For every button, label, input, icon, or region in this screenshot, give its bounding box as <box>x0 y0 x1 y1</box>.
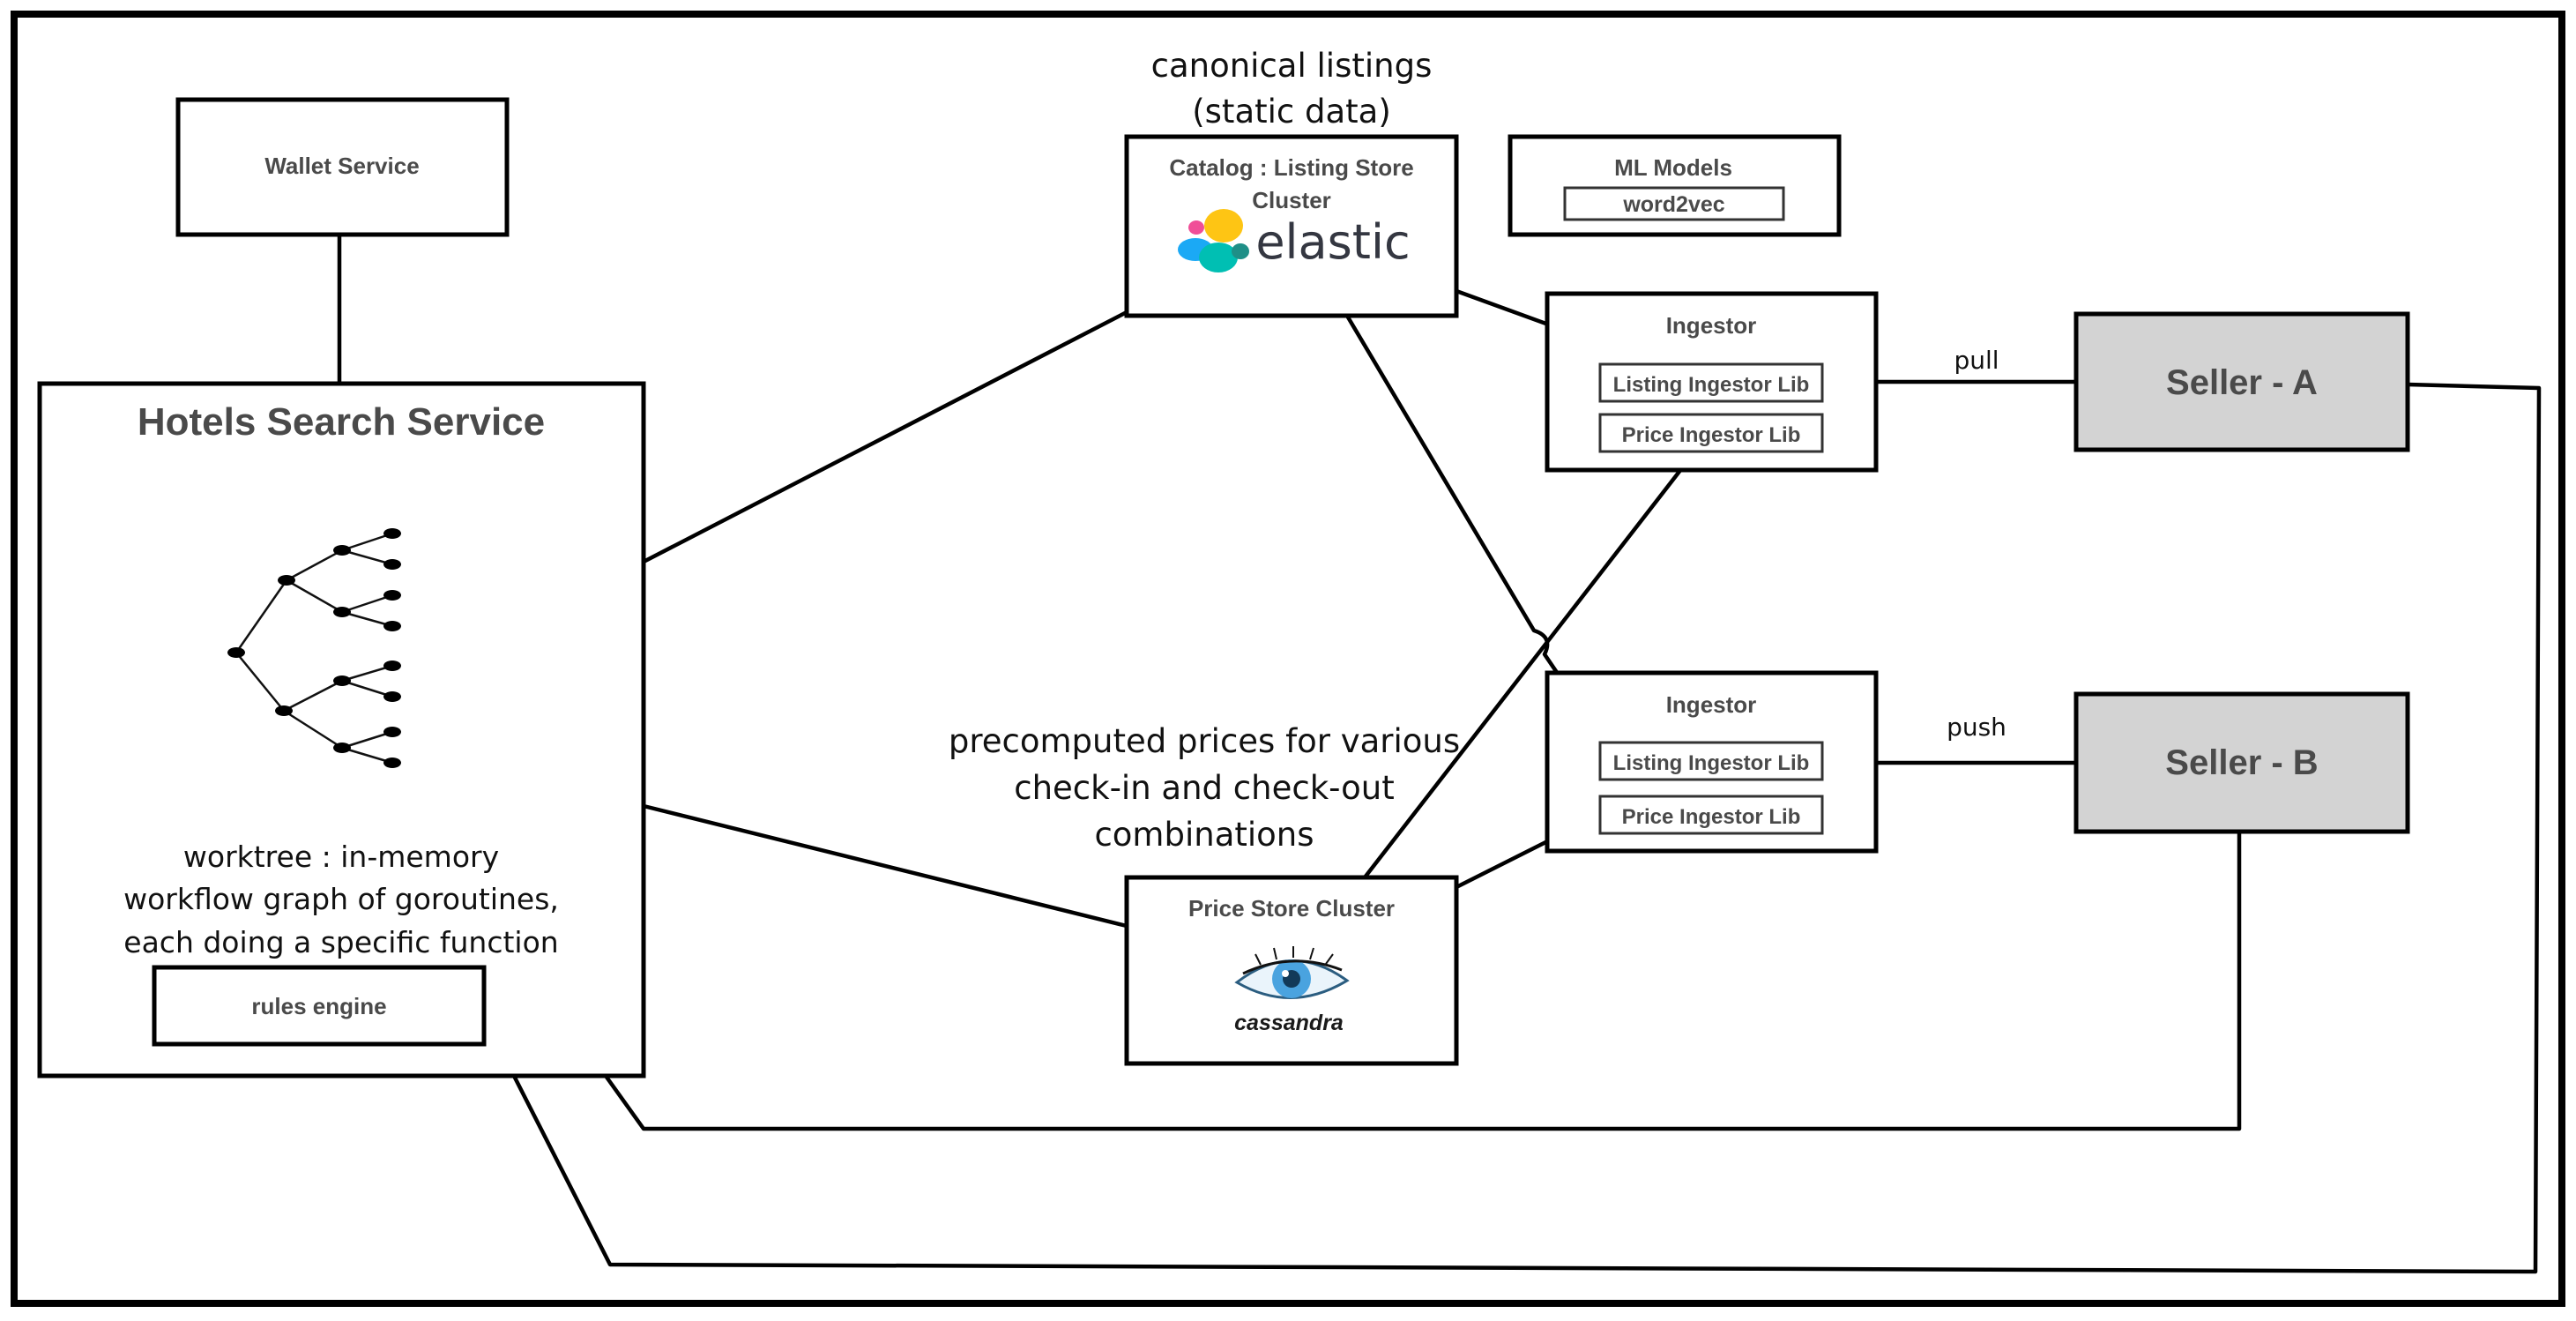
ingestor-a-price-lib-box <box>1598 413 1824 453</box>
price-store-annotation-line-1: precomputed prices for various <box>949 722 1460 760</box>
ingestor-b-node: Ingestor Listing Ingestor Lib Price Inge… <box>1545 670 1879 854</box>
ingestor-a-price-lib-label: Price Ingestor Lib <box>1622 423 1801 447</box>
seller-b-node: Seller - B <box>2073 691 2410 834</box>
catalog-annotation-line-1: canonical listings <box>1151 47 1433 85</box>
elastic-logo-text: elastic <box>1255 214 1410 270</box>
ml-models-node: ML Models word2vec <box>1508 134 1842 237</box>
edge-label-pull: pull <box>1954 346 1999 375</box>
edge-label-push: push <box>1947 713 2006 742</box>
wallet-service-label: Wallet Service <box>264 153 419 179</box>
seller-a-node: Seller - A <box>2073 311 2410 452</box>
hotels-search-description-line-1: worktree : in-memory <box>183 840 499 874</box>
catalog-annotation-line-2: (static data) <box>1192 93 1391 131</box>
edge-seller-a-hotels <box>511 382 2542 1274</box>
ingestor-a-listing-lib-box <box>1598 362 1824 403</box>
rules-engine-label: rules engine <box>251 993 386 1019</box>
ingestor-b-listing-lib-label: Listing Ingestor Lib <box>1613 751 1810 775</box>
cassandra-eye-icon <box>1234 946 1350 999</box>
wallet-service-node: Wallet Service <box>175 97 510 237</box>
ingestor-b-price-lib-box <box>1598 795 1824 835</box>
price-store-annotation-line-2: check-in and check-out <box>1014 769 1395 807</box>
ingestor-a-node: Ingestor Listing Ingestor Lib Price Inge… <box>1545 291 1879 473</box>
hotels-search-description-line-3: each doing a specific function <box>123 925 558 959</box>
ingestor-b-price-lib-label: Price Ingestor Lib <box>1622 805 1801 829</box>
price-store-annotation-line-3: combinations <box>1094 816 1314 854</box>
ingestor-a-label: Ingestor <box>1666 312 1757 339</box>
edge-pricestore-ingestor-a <box>1362 451 1696 880</box>
edge-seller-b-hotels <box>603 829 2242 1131</box>
worktree-graph-icon <box>227 528 401 768</box>
seller-b-label: Seller - B <box>2165 743 2318 782</box>
word2vec-label: word2vec <box>1622 192 1724 217</box>
catalog-node: Catalog : Listing Store Cluster elastic <box>1124 134 1459 318</box>
elastic-logo-icon <box>1178 209 1249 272</box>
ingestor-b-label: Ingestor <box>1666 691 1757 718</box>
price-store-label: Price Store Cluster <box>1188 895 1395 922</box>
word2vec-box <box>1563 186 1785 221</box>
edge-hotels-catalog <box>641 310 1129 564</box>
seller-a-label: Seller - A <box>2166 363 2318 402</box>
ml-models-label: ML Models <box>1614 154 1732 181</box>
catalog-label-line-2: Cluster <box>1252 187 1331 213</box>
edge-hotels-pricestore <box>641 803 1129 929</box>
hotels-search-service-node: Hotels Search Service <box>37 381 646 1078</box>
rules-engine-box <box>152 965 487 1047</box>
ingestor-a-listing-lib-label: Listing Ingestor Lib <box>1613 373 1810 397</box>
price-store-node: Price Store Cluster cassandra <box>1124 875 1459 1066</box>
edge-catalog-ingestor-b <box>1344 313 1607 745</box>
hotels-search-service-title: Hotels Search Service <box>138 400 545 444</box>
catalog-label-line-1: Catalog : Listing Store <box>1169 154 1413 181</box>
hotels-search-description-line-2: workflow graph of goroutines, <box>123 882 559 916</box>
ingestor-b-listing-lib-box <box>1598 741 1824 781</box>
cassandra-logo-text: cassandra <box>1234 1011 1344 1035</box>
